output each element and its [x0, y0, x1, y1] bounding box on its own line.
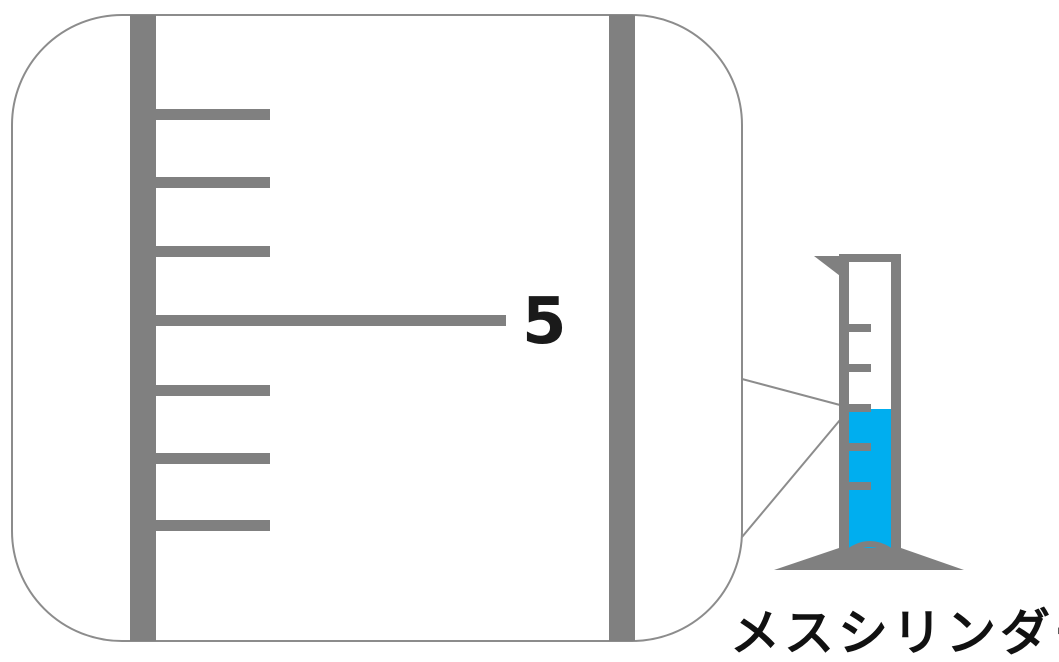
cylinder-rim: [839, 254, 901, 262]
cylinder-base: [774, 548, 964, 570]
caption-label: メスシリンダー: [730, 604, 1059, 662]
magnified-view-frame: [11, 14, 743, 642]
tick: [156, 385, 270, 396]
tick: [849, 482, 871, 490]
tick: [849, 364, 871, 372]
magnified-right-wall: [609, 15, 635, 641]
cylinder-left-wall: [839, 256, 849, 561]
tick: [156, 109, 270, 120]
small-graduated-cylinder: [774, 254, 964, 570]
magnified-left-wall: [130, 15, 156, 641]
zoom-connector-upper: [741, 378, 841, 406]
zoom-connector-lower: [741, 419, 841, 538]
cylinder-ticks: [849, 324, 871, 490]
magnified-ticks: [156, 109, 506, 531]
tick: [156, 246, 270, 257]
tick-major: [156, 315, 506, 326]
tick: [849, 324, 871, 332]
scale-number-label: 5: [522, 285, 567, 359]
tick: [156, 453, 270, 464]
tick: [156, 520, 270, 531]
cylinder-right-wall: [891, 256, 901, 561]
tick: [156, 177, 270, 188]
tick: [849, 404, 871, 412]
tick: [849, 443, 871, 451]
